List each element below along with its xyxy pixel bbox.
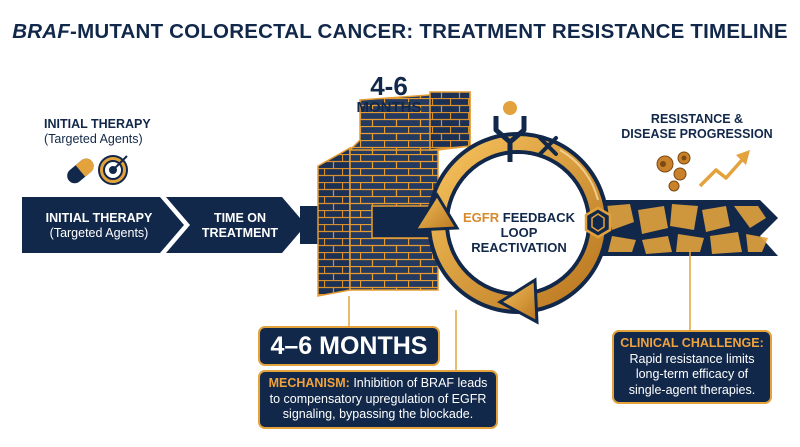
clinical-text: Rapid resistance limits long-term effica… — [628, 351, 756, 397]
hexagon-icon — [584, 206, 612, 239]
step1-heading: INITIAL THERAPY — [45, 211, 153, 225]
cycle-word-feedback: FEEDBACK — [502, 210, 575, 225]
step2-line2: TREATMENT — [201, 226, 279, 240]
step2-text: TIME ON TREATMENT — [188, 211, 292, 241]
step2-line1: TIME ON — [213, 211, 267, 225]
resistance-label: RESISTANCE & DISEASE PROGRESSION — [612, 112, 782, 142]
cycle-arrow-up — [412, 192, 460, 232]
initial-therapy-sub: (Targeted Agents) — [44, 132, 143, 146]
pill-icon — [67, 158, 94, 184]
step1-sub: (Targeted Agents) — [49, 226, 149, 240]
initial-therapy-heading: INITIAL THERAPY — [44, 117, 151, 131]
title-gene: BRAF — [12, 20, 71, 43]
trend-up-icon — [698, 150, 750, 188]
cross-icon — [538, 136, 558, 156]
mechanism-box: MECHANISM: Inhibition of BRAF leads to c… — [258, 370, 498, 429]
chevron-initial-therapy — [22, 197, 184, 253]
cycle-label: EGFR FEEDBACK LOOP REACTIVATION — [455, 210, 583, 255]
receptor-icon — [493, 101, 527, 162]
cycle-word-reactivation: REACTIVATION — [471, 240, 567, 255]
cycle-word-egfr: EGFR — [463, 210, 500, 225]
chevron-time-on-treatment — [166, 197, 306, 253]
mechanism-text: Inhibition of BRAF leads to compensatory… — [269, 376, 488, 421]
clinical-challenge-box: CLINICAL CHALLENGE: Rapid resistance lim… — [612, 330, 772, 404]
cycle-arrow-down — [497, 277, 539, 325]
fragmented-arrow — [600, 200, 778, 256]
mechanism-key: MECHANISM: — [268, 376, 350, 390]
clinical-key: CLINICAL CHALLENGE: — [620, 336, 764, 350]
step1-text: INITIAL THERAPY (Targeted Agents) — [34, 211, 164, 241]
virus-cluster-icon — [656, 151, 691, 192]
resistance-line2: DISEASE PROGRESSION — [621, 127, 773, 141]
resistance-line1: RESISTANCE & — [650, 112, 744, 126]
title-rest: -MUTANT COLORECTAL CANCER: TREATMENT RES… — [70, 20, 788, 43]
months-box: 4–6 MONTHS — [258, 326, 440, 366]
target-icon — [98, 155, 128, 185]
wall-months-number: 4-6 — [370, 71, 408, 101]
wall-months-label: 4-6 MONTHS — [344, 72, 434, 116]
wall-months-unit: MONTHS — [356, 99, 422, 116]
initial-therapy-label: INITIAL THERAPY (Targeted Agents) — [44, 117, 184, 147]
cycle-word-loop: LOOP — [500, 225, 538, 240]
page-title: BRAF-MUTANT COLORECTAL CANCER: TREATMENT… — [0, 20, 800, 44]
